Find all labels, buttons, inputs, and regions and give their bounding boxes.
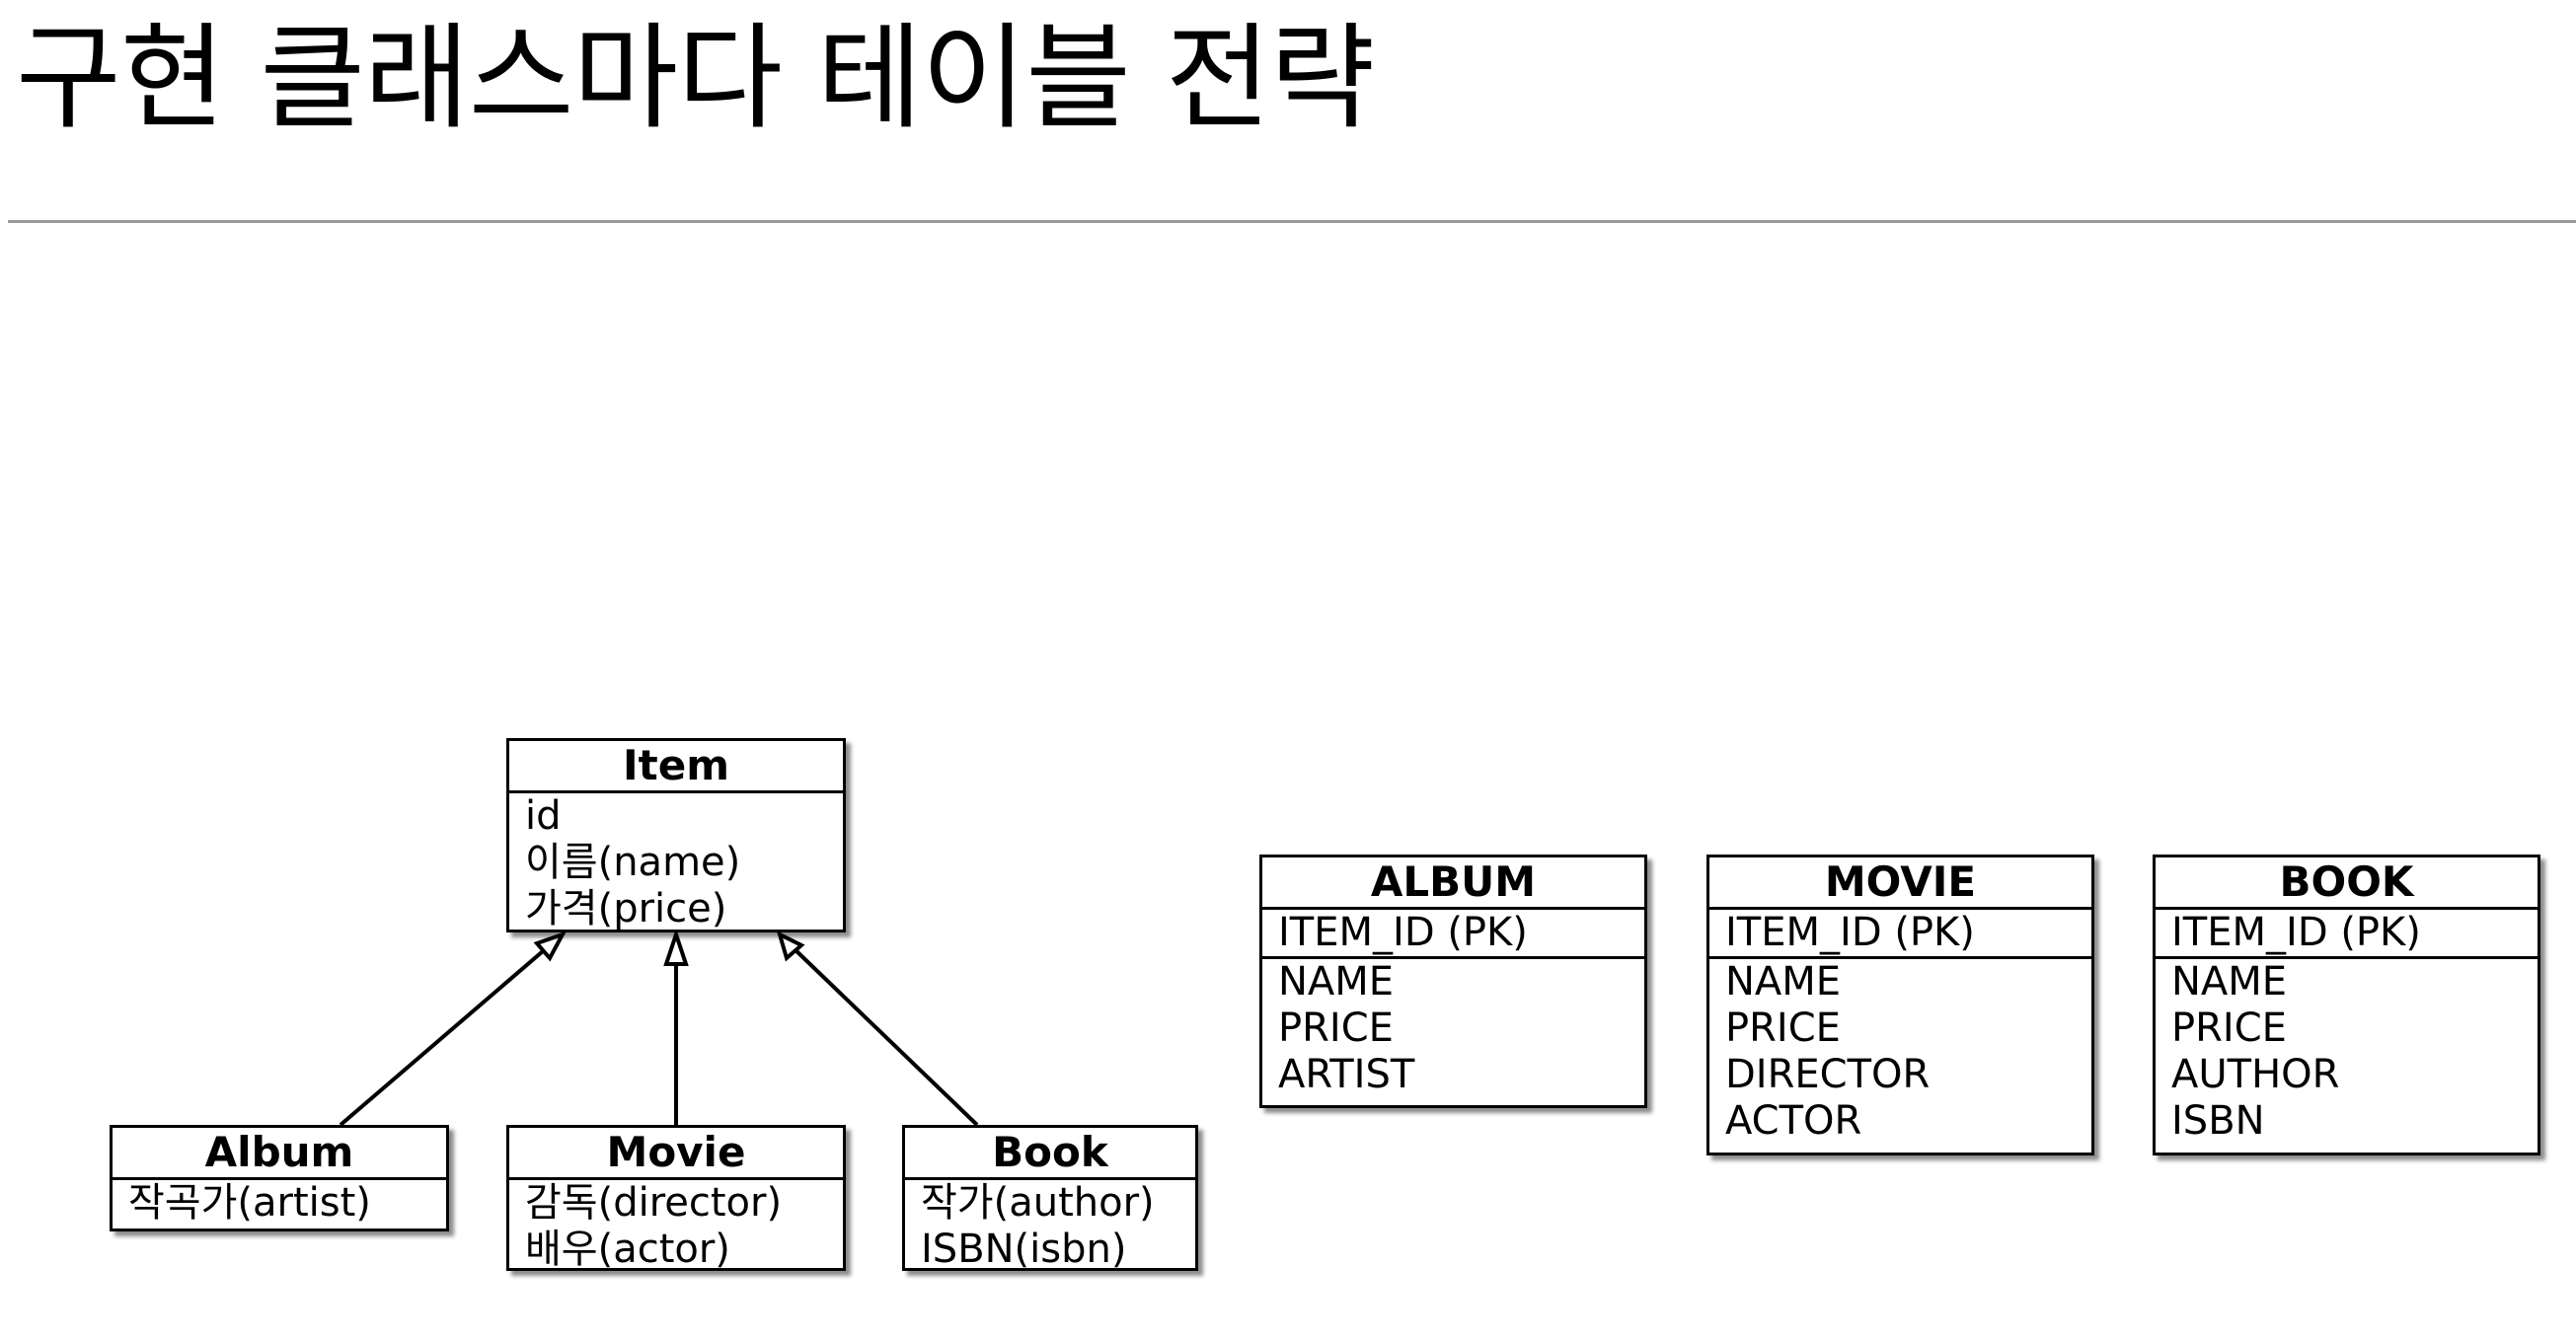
item-class-box: Item id 이름(name) 가격(price) [506,738,846,932]
item-attr-name: 이름(name) [525,840,741,885]
book-table-name: BOOK [2156,857,2538,910]
album-attr-artist: 작곡가(artist) [128,1180,371,1226]
item-attr-id: id [525,793,562,839]
movie-table-pk: ITEM_ID (PK) [1709,910,2091,959]
book-attr-isbn: ISBN(isbn) [921,1227,1127,1272]
album-col-price: PRICE [1278,1005,1394,1051]
book-inheritance-arrowhead [776,931,805,962]
album-class-box: Album 작곡가(artist) [110,1125,449,1231]
page-title: 구현 클래스마다 테이블 전략 [16,12,1375,145]
movie-class-name: Movie [509,1128,843,1180]
book-inheritance-line [791,945,979,1127]
item-attr-price: 가격(price) [525,886,727,931]
album-col-name: NAME [1278,959,1395,1005]
album-inheritance-arrowhead [533,931,568,962]
movie-attr-director: 감독(director) [525,1180,783,1226]
book-table-box: BOOK ITEM_ID (PK) NAME PRICE AUTHOR ISBN [2153,855,2540,1155]
book-class-attributes: 작가(author) ISBN(isbn) [905,1180,1195,1273]
movie-attr-actor: 배우(actor) [525,1227,730,1272]
book-attr-author: 작가(author) [921,1180,1155,1226]
book-class-name: Book [905,1128,1195,1180]
album-table-pk: ITEM_ID (PK) [1262,910,1644,959]
album-class-name: Album [113,1128,446,1180]
album-pk-item-id: ITEM_ID (PK) [1278,910,1528,955]
movie-class-box: Movie 감독(director) 배우(actor) [506,1125,846,1273]
book-table-columns: NAME PRICE AUTHOR ISBN [2156,959,2538,1145]
movie-class-attributes: 감독(director) 배우(actor) [509,1180,843,1273]
movie-col-name: NAME [1725,959,1842,1005]
title-divider [8,220,2576,223]
item-class-attributes: id 이름(name) 가격(price) [509,793,843,932]
movie-col-price: PRICE [1725,1005,1841,1051]
item-class-name: Item [509,741,843,793]
book-col-isbn: ISBN [2171,1098,2265,1144]
movie-table-columns: NAME PRICE DIRECTOR ACTOR [1709,959,2091,1145]
album-class-attributes: 작곡가(artist) [113,1180,446,1227]
album-table-name: ALBUM [1262,857,1644,910]
movie-table-box: MOVIE ITEM_ID (PK) NAME PRICE DIRECTOR A… [1706,855,2094,1155]
book-class-box: Book 작가(author) ISBN(isbn) [902,1125,1198,1273]
movie-col-actor: ACTOR [1725,1098,1862,1144]
movie-col-director: DIRECTOR [1725,1052,1931,1097]
album-table-columns: NAME PRICE ARTIST [1262,959,1644,1098]
movie-inheritance-arrowhead [663,928,689,966]
movie-table-name: MOVIE [1709,857,2091,910]
book-pk-item-id: ITEM_ID (PK) [2171,910,2421,955]
album-col-artist: ARTIST [1278,1052,1415,1097]
book-col-price: PRICE [2171,1005,2287,1051]
book-col-name: NAME [2171,959,2288,1005]
album-table-box: ALBUM ITEM_ID (PK) NAME PRICE ARTIST [1259,855,1647,1108]
book-col-author: AUTHOR [2171,1052,2340,1097]
book-table-pk: ITEM_ID (PK) [2156,910,2538,959]
album-inheritance-line [339,943,552,1127]
movie-pk-item-id: ITEM_ID (PK) [1725,910,1975,955]
